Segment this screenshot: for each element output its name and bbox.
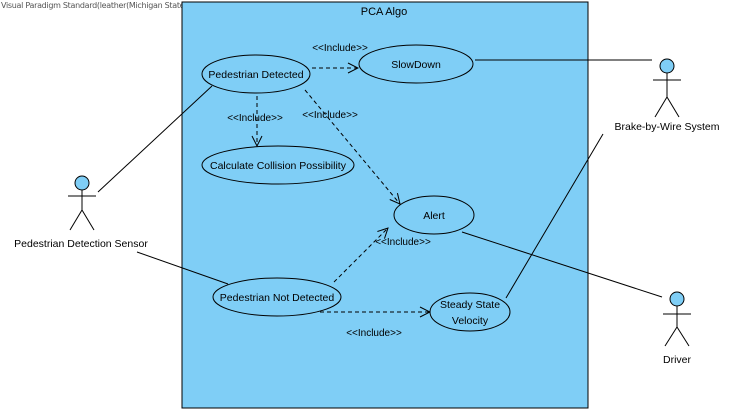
usecase-alert[interactable]: Alert [393,195,475,235]
include-arrow-alert-from-detected [304,89,400,204]
include-label-steady: <<Include>> [346,328,402,339]
include-label-collision: <<Include>> [227,113,283,124]
actor-pedestrian-detection-sensor-label: Pedestrian Detection Sensor [14,238,148,250]
actor-brake-by-wire-system-label: Brake-by-Wire System [614,121,719,133]
usecase-pedestrian-detected-label: Pedestrian Detected [208,69,303,81]
usecase-steady-state-label-line1: Steady State [440,299,500,311]
association-sensor-detected [97,85,213,193]
usecase-steady-state-label-line2: Velocity [452,315,489,327]
actor-brake-by-wire-system[interactable]: Brake-by-Wire System [614,58,720,133]
actor-head-icon [669,291,685,307]
actor-head-icon [659,58,675,74]
usecase-slowdown-label: SlowDown [391,59,441,71]
usecase-calculate-collision-label: Calculate Collision Possibility [210,160,347,172]
usecase-alert-label: Alert [423,210,445,222]
usecase-pedestrian-not-detected-label: Pedestrian Not Detected [220,292,335,304]
actor-driver[interactable]: Driver [663,291,692,366]
watermark-text: Visual Paradigm Standard(leather(Michiga… [1,1,230,10]
actor-head-icon [74,175,90,191]
usecase-pedestrian-detected[interactable]: Pedestrian Detected [201,54,311,94]
usecase-pedestrian-not-detected[interactable]: Pedestrian Not Detected [212,277,342,317]
include-label-alert-from-detected: <<Include>> [302,110,358,121]
association-alert-driver [461,231,663,298]
actor-driver-label: Driver [663,354,692,366]
system-title: PCA Algo [361,6,407,18]
include-arrow-alert-from-not-detected [333,228,388,283]
usecase-steady-state-velocity[interactable]: Steady State Velocity [429,292,511,332]
include-label-slowdown: <<Include>> [312,43,368,54]
usecase-calculate-collision[interactable]: Calculate Collision Possibility [201,145,355,185]
usecase-slowdown[interactable]: SlowDown [358,44,474,84]
association-sensor-not-detected [136,251,229,285]
association-steady-brake [505,133,604,299]
actor-pedestrian-detection-sensor[interactable]: Pedestrian Detection Sensor [14,175,148,250]
include-label-alert-from-not-detected: <<Include>> [375,237,431,248]
